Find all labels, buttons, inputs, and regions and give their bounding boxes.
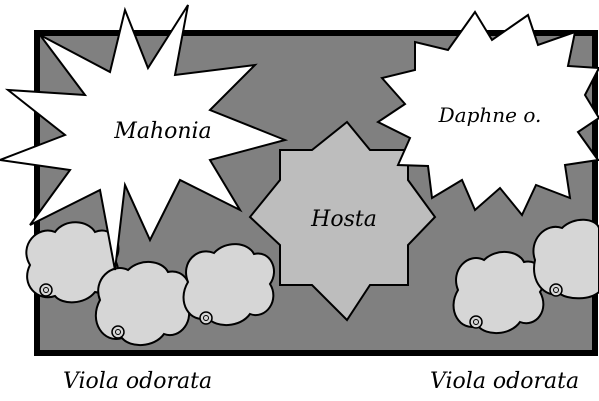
mahonia-burst [0,4,289,271]
viola-cluster-right-1 [452,251,545,334]
daphne-burst [376,10,599,217]
mahonia-label: Mahonia [113,119,211,144]
viola-cluster-right-2 [532,218,599,300]
daphne-label: Daphne o. [438,103,542,127]
viola-cluster-left-2 [94,261,191,346]
hosta-label: Hosta [310,207,377,232]
viola-label-left: Viola odorata [63,369,213,394]
viola-label-right: Viola odorata [430,369,580,394]
viola-cluster-left-3 [182,243,275,326]
hosta-shape [248,120,437,322]
